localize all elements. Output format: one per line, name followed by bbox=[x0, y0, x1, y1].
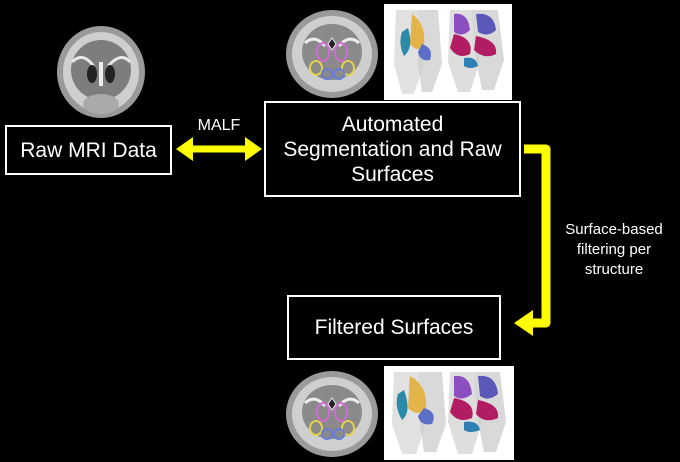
malf-label: MALF bbox=[197, 117, 241, 134]
filtered-surfaces-box: Filtered Surfaces bbox=[287, 295, 501, 360]
raw-mri-data-box: Raw MRI Data bbox=[5, 125, 172, 175]
automated-segmentation-label: Automated Segmentation and Raw Surfaces bbox=[283, 112, 502, 186]
filtering-arrow bbox=[514, 144, 551, 336]
malf-arrow bbox=[176, 137, 262, 161]
raw-mri-data-label: Raw MRI Data bbox=[20, 138, 157, 162]
segmentation-brain-image bbox=[283, 8, 381, 100]
filtered-surfaces-image bbox=[384, 366, 514, 460]
automated-segmentation-box: Automated Segmentation and Raw Surfaces bbox=[264, 101, 521, 197]
surface-filtering-label: Surface-based filtering per structure bbox=[565, 221, 663, 278]
filtered-brain-image bbox=[283, 369, 381, 459]
filtered-surfaces-label: Filtered Surfaces bbox=[314, 316, 474, 339]
raw-surfaces-image bbox=[384, 4, 512, 100]
raw-brain-image bbox=[52, 22, 150, 120]
